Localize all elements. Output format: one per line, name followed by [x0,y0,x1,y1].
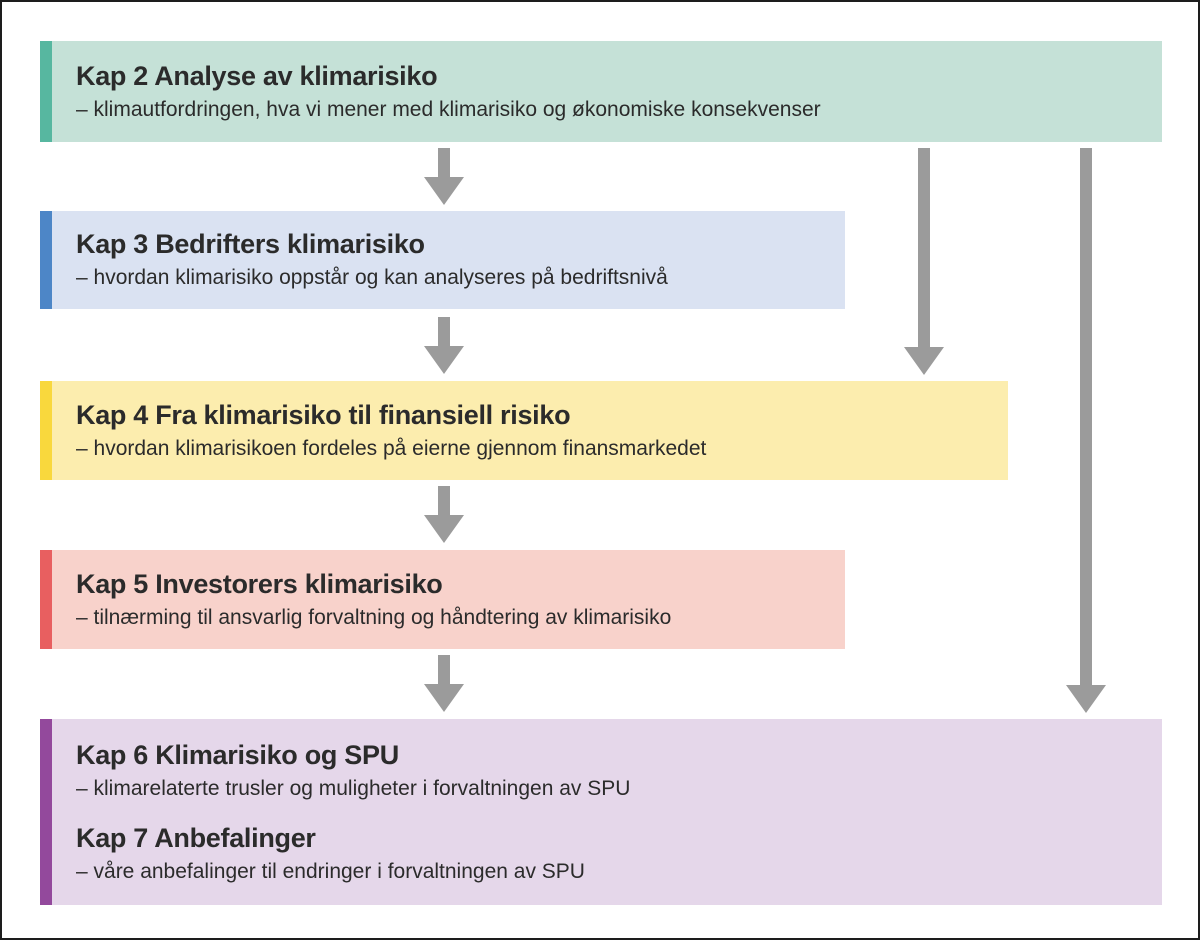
down-arrow-kap2-to-kap3 [424,148,464,205]
chapter-title: Kap 6 Klimarisiko og SPU [76,740,399,771]
down-arrow-kap3-to-kap4 [424,317,464,374]
chapter-group: Kap 7 Anbefalinger – våre anbefalinger t… [76,821,1142,886]
chapter-box-kap6-kap7: Kap 6 Klimarisiko og SPU – klimarelatert… [40,719,1162,905]
arrow-shaft [438,486,450,515]
chapter-box-kap4: Kap 4 Fra klimarisiko til finansiell ris… [40,381,1008,480]
arrow-head-icon [424,346,464,374]
chapter-title: Kap 4 Fra klimarisiko til finansiell ris… [76,399,571,430]
chapter-title: Kap 3 Bedrifters klimarisiko [76,229,425,260]
down-arrow-kap5-to-kap67 [424,655,464,712]
chapter-group: Kap 5 Investorers klimarisiko – tilnærmi… [76,567,825,632]
arrow-head-icon [904,347,944,375]
arrow-shaft [1080,148,1092,685]
arrow-shaft [438,655,450,684]
down-arrow-kap2-to-kap67-long [1066,148,1106,713]
chapter-group: Kap 6 Klimarisiko og SPU – klimarelatert… [76,738,1142,803]
chapter-title: Kap 7 Anbefalinger [76,822,316,853]
arrow-shaft [438,148,450,177]
chapter-group: Kap 3 Bedrifters klimarisiko – hvordan k… [76,227,825,292]
chapter-box-kap3: Kap 3 Bedrifters klimarisiko – hvordan k… [40,211,845,309]
arrow-shaft [438,317,450,346]
arrow-head-icon [424,177,464,205]
chapter-subtitle: – klimautfordringen, hva vi mener med kl… [76,97,821,121]
chapter-subtitle: – hvordan klimarisiko oppstår og kan ana… [76,266,668,290]
arrow-head-icon [424,515,464,543]
chapter-box-kap5: Kap 5 Investorers klimarisiko – tilnærmi… [40,550,845,649]
arrow-head-icon [1066,685,1106,713]
chapter-subtitle: – klimarelaterte trusler og muligheter i… [76,777,631,801]
chapter-title: Kap 2 Analyse av klimarisiko [76,60,438,91]
chapter-group: Kap 4 Fra klimarisiko til finansiell ris… [76,398,988,463]
chapter-subtitle: – våre anbefalinger til endringer i forv… [76,859,585,883]
chapter-box-kap2: Kap 2 Analyse av klimarisiko – klimautfo… [40,41,1162,142]
chapter-group: Kap 2 Analyse av klimarisiko – klimautfo… [76,59,1142,124]
chapter-subtitle: – hvordan klimarisikoen fordeles på eier… [76,436,707,460]
down-arrow-kap4-to-kap5 [424,486,464,543]
arrow-shaft [918,148,930,347]
chapter-subtitle: – tilnærming til ansvarlig forvaltning o… [76,605,672,629]
chapter-title: Kap 5 Investorers klimarisiko [76,568,443,599]
arrow-head-icon [424,684,464,712]
down-arrow-kap2-to-kap4-long [904,148,944,375]
